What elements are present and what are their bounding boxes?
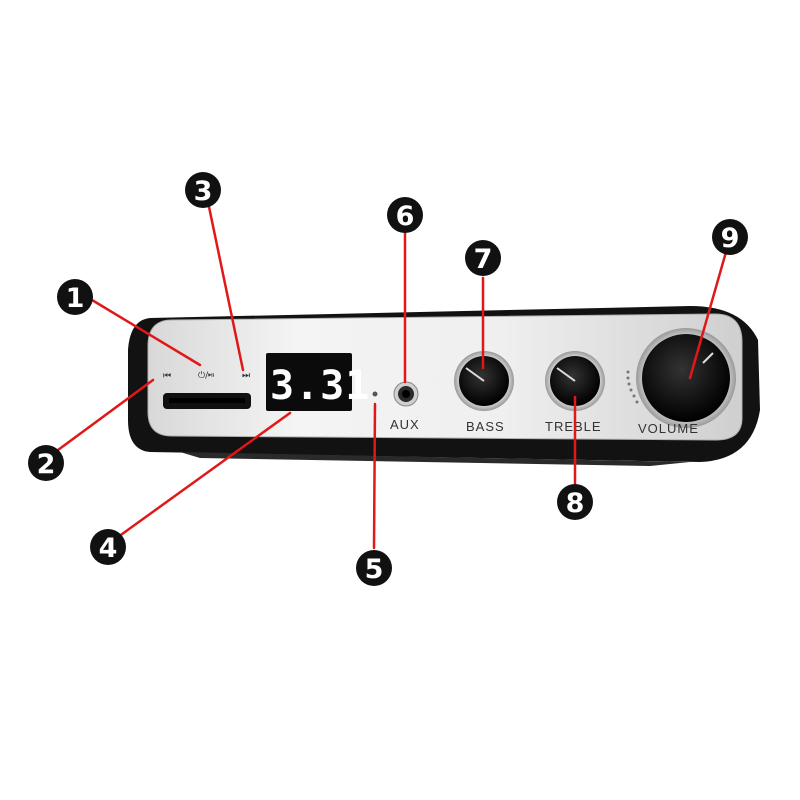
callout-1-number: 1 bbox=[66, 283, 85, 314]
callout-9-line bbox=[688, 250, 728, 380]
aux-jack[interactable] bbox=[393, 381, 419, 407]
callout-2-number: 2 bbox=[37, 449, 56, 480]
callout-8-number: 8 bbox=[566, 488, 585, 519]
treble-label: TREBLE bbox=[545, 419, 602, 434]
callout-3-bubble bbox=[185, 172, 221, 208]
callout-4-number: 4 bbox=[99, 533, 118, 564]
callout-4-bubble bbox=[90, 529, 126, 565]
callout-9-bubble bbox=[712, 219, 748, 255]
callout-5-number: 5 bbox=[365, 554, 384, 585]
callout-8-bubble bbox=[557, 484, 593, 520]
led-display-value: 3.31 bbox=[270, 363, 370, 409]
callout-3-line bbox=[206, 200, 245, 372]
callout-9-number: 9 bbox=[721, 223, 740, 254]
callout-5-bubble bbox=[356, 550, 392, 586]
callout-1-line bbox=[90, 298, 202, 367]
callout-2-bubble bbox=[28, 445, 64, 481]
next-track-button[interactable]: ⏭ bbox=[242, 371, 250, 381]
callout-1-bubble bbox=[57, 279, 93, 315]
sd-card-slot[interactable] bbox=[163, 393, 251, 409]
callout-6-number: 6 bbox=[396, 201, 415, 232]
volume-knob[interactable] bbox=[636, 328, 736, 428]
callout-4-line bbox=[116, 411, 292, 539]
play-pause-button[interactable]: ⏻/⏯ bbox=[198, 370, 214, 381]
bass-label: BASS bbox=[466, 419, 505, 434]
volume-scale-ticks bbox=[626, 370, 639, 404]
treble-knob[interactable] bbox=[545, 351, 605, 411]
indicator-led bbox=[372, 391, 378, 397]
callout-7-number: 7 bbox=[474, 244, 493, 275]
bass-knob[interactable] bbox=[454, 351, 514, 411]
callout-3-number: 3 bbox=[194, 176, 213, 207]
volume-label: VOLUME bbox=[638, 421, 699, 436]
prev-track-button[interactable]: ⏮ bbox=[163, 371, 171, 381]
aux-label: AUX bbox=[390, 417, 420, 432]
callout-5-line bbox=[372, 402, 377, 550]
callout-2-line bbox=[56, 378, 155, 452]
led-display bbox=[266, 353, 352, 411]
callout-7-bubble bbox=[465, 240, 501, 276]
callout-6-bubble bbox=[387, 197, 423, 233]
